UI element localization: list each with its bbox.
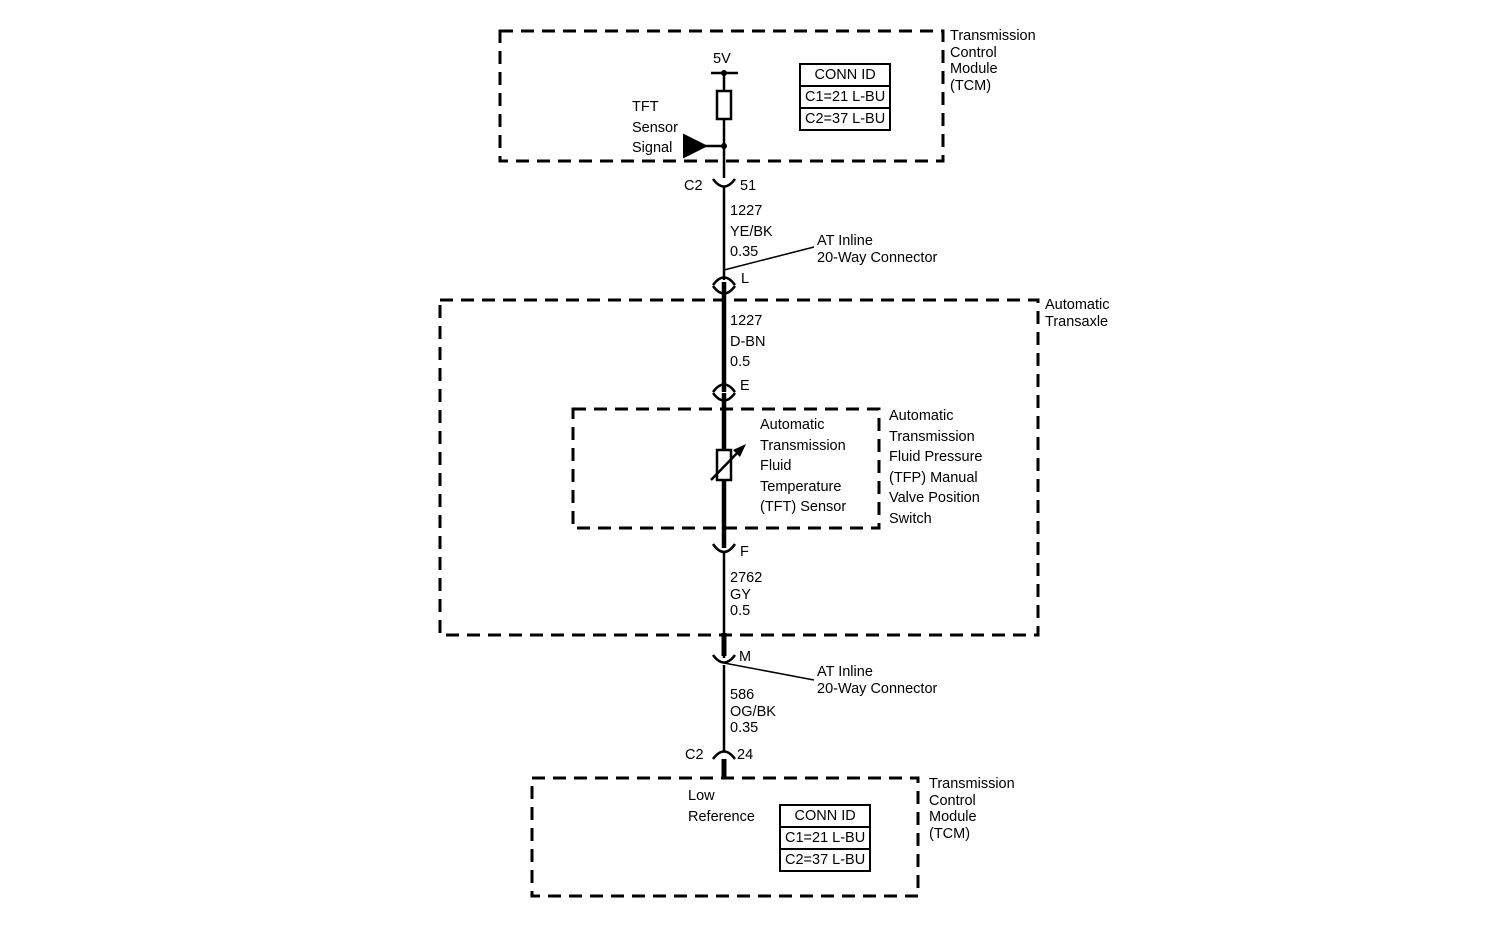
conn-id-header: CONN ID (778, 804, 872, 828)
pin-l-label: L (741, 271, 750, 287)
connector-c2-24 (711, 750, 737, 760)
wire-1227-d-bn-label: 1227 D-BN 0.5 (730, 313, 766, 370)
conn-id-table-top: CONN ID C1=21 L-BU C2=37 L-BU (798, 63, 892, 131)
connector-c2-bottom-label: C2 (685, 747, 704, 763)
inline-connector-upper-label: AT Inline 20-Way Connector (817, 233, 938, 266)
tft-signal-label: TFT Sensor Signal (632, 99, 678, 156)
low-reference-label: Low Reference (688, 788, 755, 825)
conn-id-header: CONN ID (798, 63, 892, 87)
pin-24-label: 24 (737, 747, 754, 763)
conn-id-table-bottom: CONN ID C1=21 L-BU C2=37 L-BU (778, 804, 872, 872)
connector-c2-top-label: C2 (684, 178, 703, 194)
connector-c2-51 (711, 178, 737, 188)
wire-2762-gy-label: 2762 GY 0.5 (730, 570, 763, 619)
wire-1227-ye-bk-label: 1227 YE/BK 0.35 (730, 203, 773, 260)
inline-connector-lower-label: AT Inline 20-Way Connector (817, 664, 938, 697)
conn-id-row: C1=21 L-BU (798, 85, 892, 109)
pin-m-label: M (739, 649, 752, 665)
tfp-switch-label: Automatic Transmission Fluid Pressure (T… (889, 408, 983, 527)
conn-id-row: C2=37 L-BU (778, 848, 872, 872)
pullup-resistor (715, 89, 733, 121)
pin-e-label: E (740, 378, 750, 394)
conn-id-row: C2=37 L-BU (798, 107, 892, 131)
leader-inline-lower (723, 662, 815, 681)
tcm-bottom-label: Transmission Control Module (TCM) (929, 776, 1015, 842)
tft-sensor-label: Automatic Transmission Fluid Temperature… (760, 417, 847, 515)
connector-e-male (711, 383, 737, 393)
voltage-label: 5V (713, 51, 731, 67)
pin-f-label: F (740, 544, 749, 560)
pin-51-label: 51 (740, 178, 757, 194)
transaxle-boundary (438, 298, 1040, 637)
wire-586-og-bk-label: 586 OG/BK 0.35 (730, 687, 776, 736)
transaxle-label: Automatic Transaxle (1045, 297, 1110, 330)
conn-id-row: C1=21 L-BU (778, 826, 872, 850)
tcm-top-boundary (498, 29, 945, 163)
tcm-top-label: Transmission Control Module (TCM) (950, 28, 1036, 94)
connector-inline-m (711, 654, 737, 664)
leader-inline-upper (723, 246, 815, 271)
connector-inline-l-male (711, 276, 737, 286)
tft-thermistor-arrowhead (733, 444, 746, 457)
